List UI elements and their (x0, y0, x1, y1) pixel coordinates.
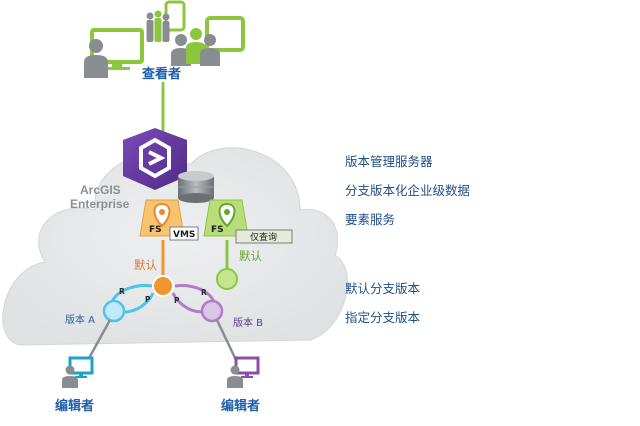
legend-version-management-server: 版本管理服务器 (345, 154, 433, 169)
version-a-node (102, 299, 126, 323)
r-label-right: R (201, 288, 207, 297)
editor-left-label: 编辑者 (55, 399, 95, 414)
legend-feature-service: 要素服务 (345, 212, 396, 227)
r-label-left: R (119, 287, 125, 296)
default-version-node-orange (152, 275, 174, 297)
version-b-label: 版本 B (233, 318, 264, 329)
viewers-group (84, 0, 245, 78)
branch-arc-a-bottom (123, 292, 155, 314)
viewer-pair-icon (171, 28, 220, 66)
p-label-right: P (174, 296, 180, 305)
enterprise-database-icon (178, 171, 214, 203)
fs-right-label: FS (211, 225, 224, 235)
editor-left-line (86, 319, 112, 361)
p-label-left: P (145, 295, 151, 304)
viewer-person-icon (84, 39, 108, 78)
enterprise-label: Enterprise (70, 197, 130, 211)
query-only-tag (235, 229, 293, 244)
legend-named-branch-version: 指定分支版本 (345, 310, 421, 325)
tablet-icon (205, 16, 245, 52)
editor-right-label: 编辑者 (221, 399, 261, 414)
version-management-server-icon (123, 128, 187, 190)
query-only-label: 仅查询 (250, 231, 277, 243)
vms-label: VMS (173, 230, 195, 240)
default-label-left: 默认 (134, 258, 157, 272)
branch-arc-b-bottom (171, 292, 203, 314)
people-group-icon (146, 10, 170, 42)
version-a-label: 版本 A (65, 315, 96, 326)
version-b-node (200, 299, 224, 323)
viewers-label: 查看者 (142, 67, 182, 82)
branch-arc-a-top (110, 284, 153, 303)
enterprise-cloud (2, 147, 348, 346)
default-label-right: 默认 (239, 249, 262, 263)
fs-left-label: FS (149, 225, 162, 235)
vms-badge (169, 226, 199, 241)
legend-branch-versioned-data: 分支版本化企业级数据 (345, 183, 471, 198)
editor-left-icon (62, 356, 94, 388)
legend-default-branch-version: 默认分支版本 (345, 281, 421, 296)
branch-arc-b-top (174, 284, 216, 303)
editor-right-line (215, 319, 238, 361)
default-version-node-green (216, 268, 238, 290)
arcgis-label: ArcGIS (80, 183, 121, 197)
editor-right-icon (227, 356, 260, 388)
feature-service-right-icon (203, 199, 249, 237)
